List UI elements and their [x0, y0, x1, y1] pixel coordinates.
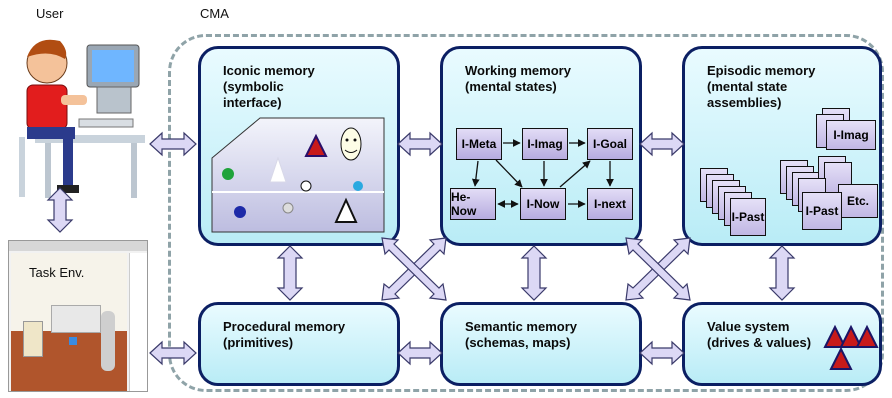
semantic-memory-title: Semantic memory (schemas, maps): [465, 319, 577, 350]
arrow-user-taskenv: [46, 187, 74, 233]
value-system-module: Value system (drives & values): [682, 302, 882, 386]
task-env-screenshot: Task Env.: [8, 240, 148, 392]
iconic-memory-module: Iconic memory (symbolic interface): [198, 46, 400, 246]
user-label: User: [36, 6, 64, 21]
episodic-memory-title: Episodic memory (mental state assemblies…: [707, 63, 816, 110]
value-system-title: Value system (drives & values): [707, 319, 812, 350]
arrow-working-semantic: [520, 245, 548, 301]
node-i-meta: I-Meta: [456, 128, 502, 160]
working-memory-title: Working memory (mental states): [465, 63, 571, 94]
arrow-taskenv-procedural: [149, 340, 197, 366]
arrow-episodic-value: [768, 245, 796, 301]
arrow-working-episodic: [639, 131, 685, 157]
cma-label: CMA: [200, 6, 229, 21]
episode-etc: Etc.: [838, 184, 878, 218]
node-i-goal: I-Goal: [587, 128, 633, 160]
node-i-imag: I-Imag: [522, 128, 568, 160]
arrow-procedural-semantic: [397, 340, 443, 366]
semantic-memory-module: Semantic memory (schemas, maps): [440, 302, 642, 386]
procedural-memory-module: Procedural memory (primitives): [198, 302, 400, 386]
arrow-semantic-value: [639, 340, 685, 366]
iconic-memory-title: Iconic memory (symbolic interface): [223, 63, 315, 110]
episode-i-imag: I-Imag: [826, 120, 876, 150]
arrow-cross-left-b: [381, 237, 447, 301]
procedural-memory-title: Procedural memory (primitives): [223, 319, 346, 350]
arrow-user-iconic: [149, 131, 197, 157]
arrow-iconic-working: [397, 131, 443, 157]
edge-meta-henow: [471, 160, 480, 187]
cma-frame: [168, 34, 884, 392]
node-i-next: I-next: [587, 188, 633, 220]
arrow-cross-right-b: [625, 237, 691, 301]
node-i-now: I-Now: [520, 188, 566, 220]
node-he-now: He-Now: [450, 188, 496, 220]
arrow-iconic-procedural: [276, 245, 304, 301]
edge-meta-inow: [495, 159, 523, 188]
edge-inow-goal: [559, 160, 591, 188]
episode-i-past-a: I-Past: [730, 198, 766, 236]
iconic-scene: [211, 117, 385, 233]
task-env-label: Task Env.: [29, 265, 85, 280]
user-at-computer-icon: [19, 39, 145, 198]
episode-i-past-b: I-Past: [802, 192, 842, 230]
value-triangles-icon: [823, 324, 879, 370]
